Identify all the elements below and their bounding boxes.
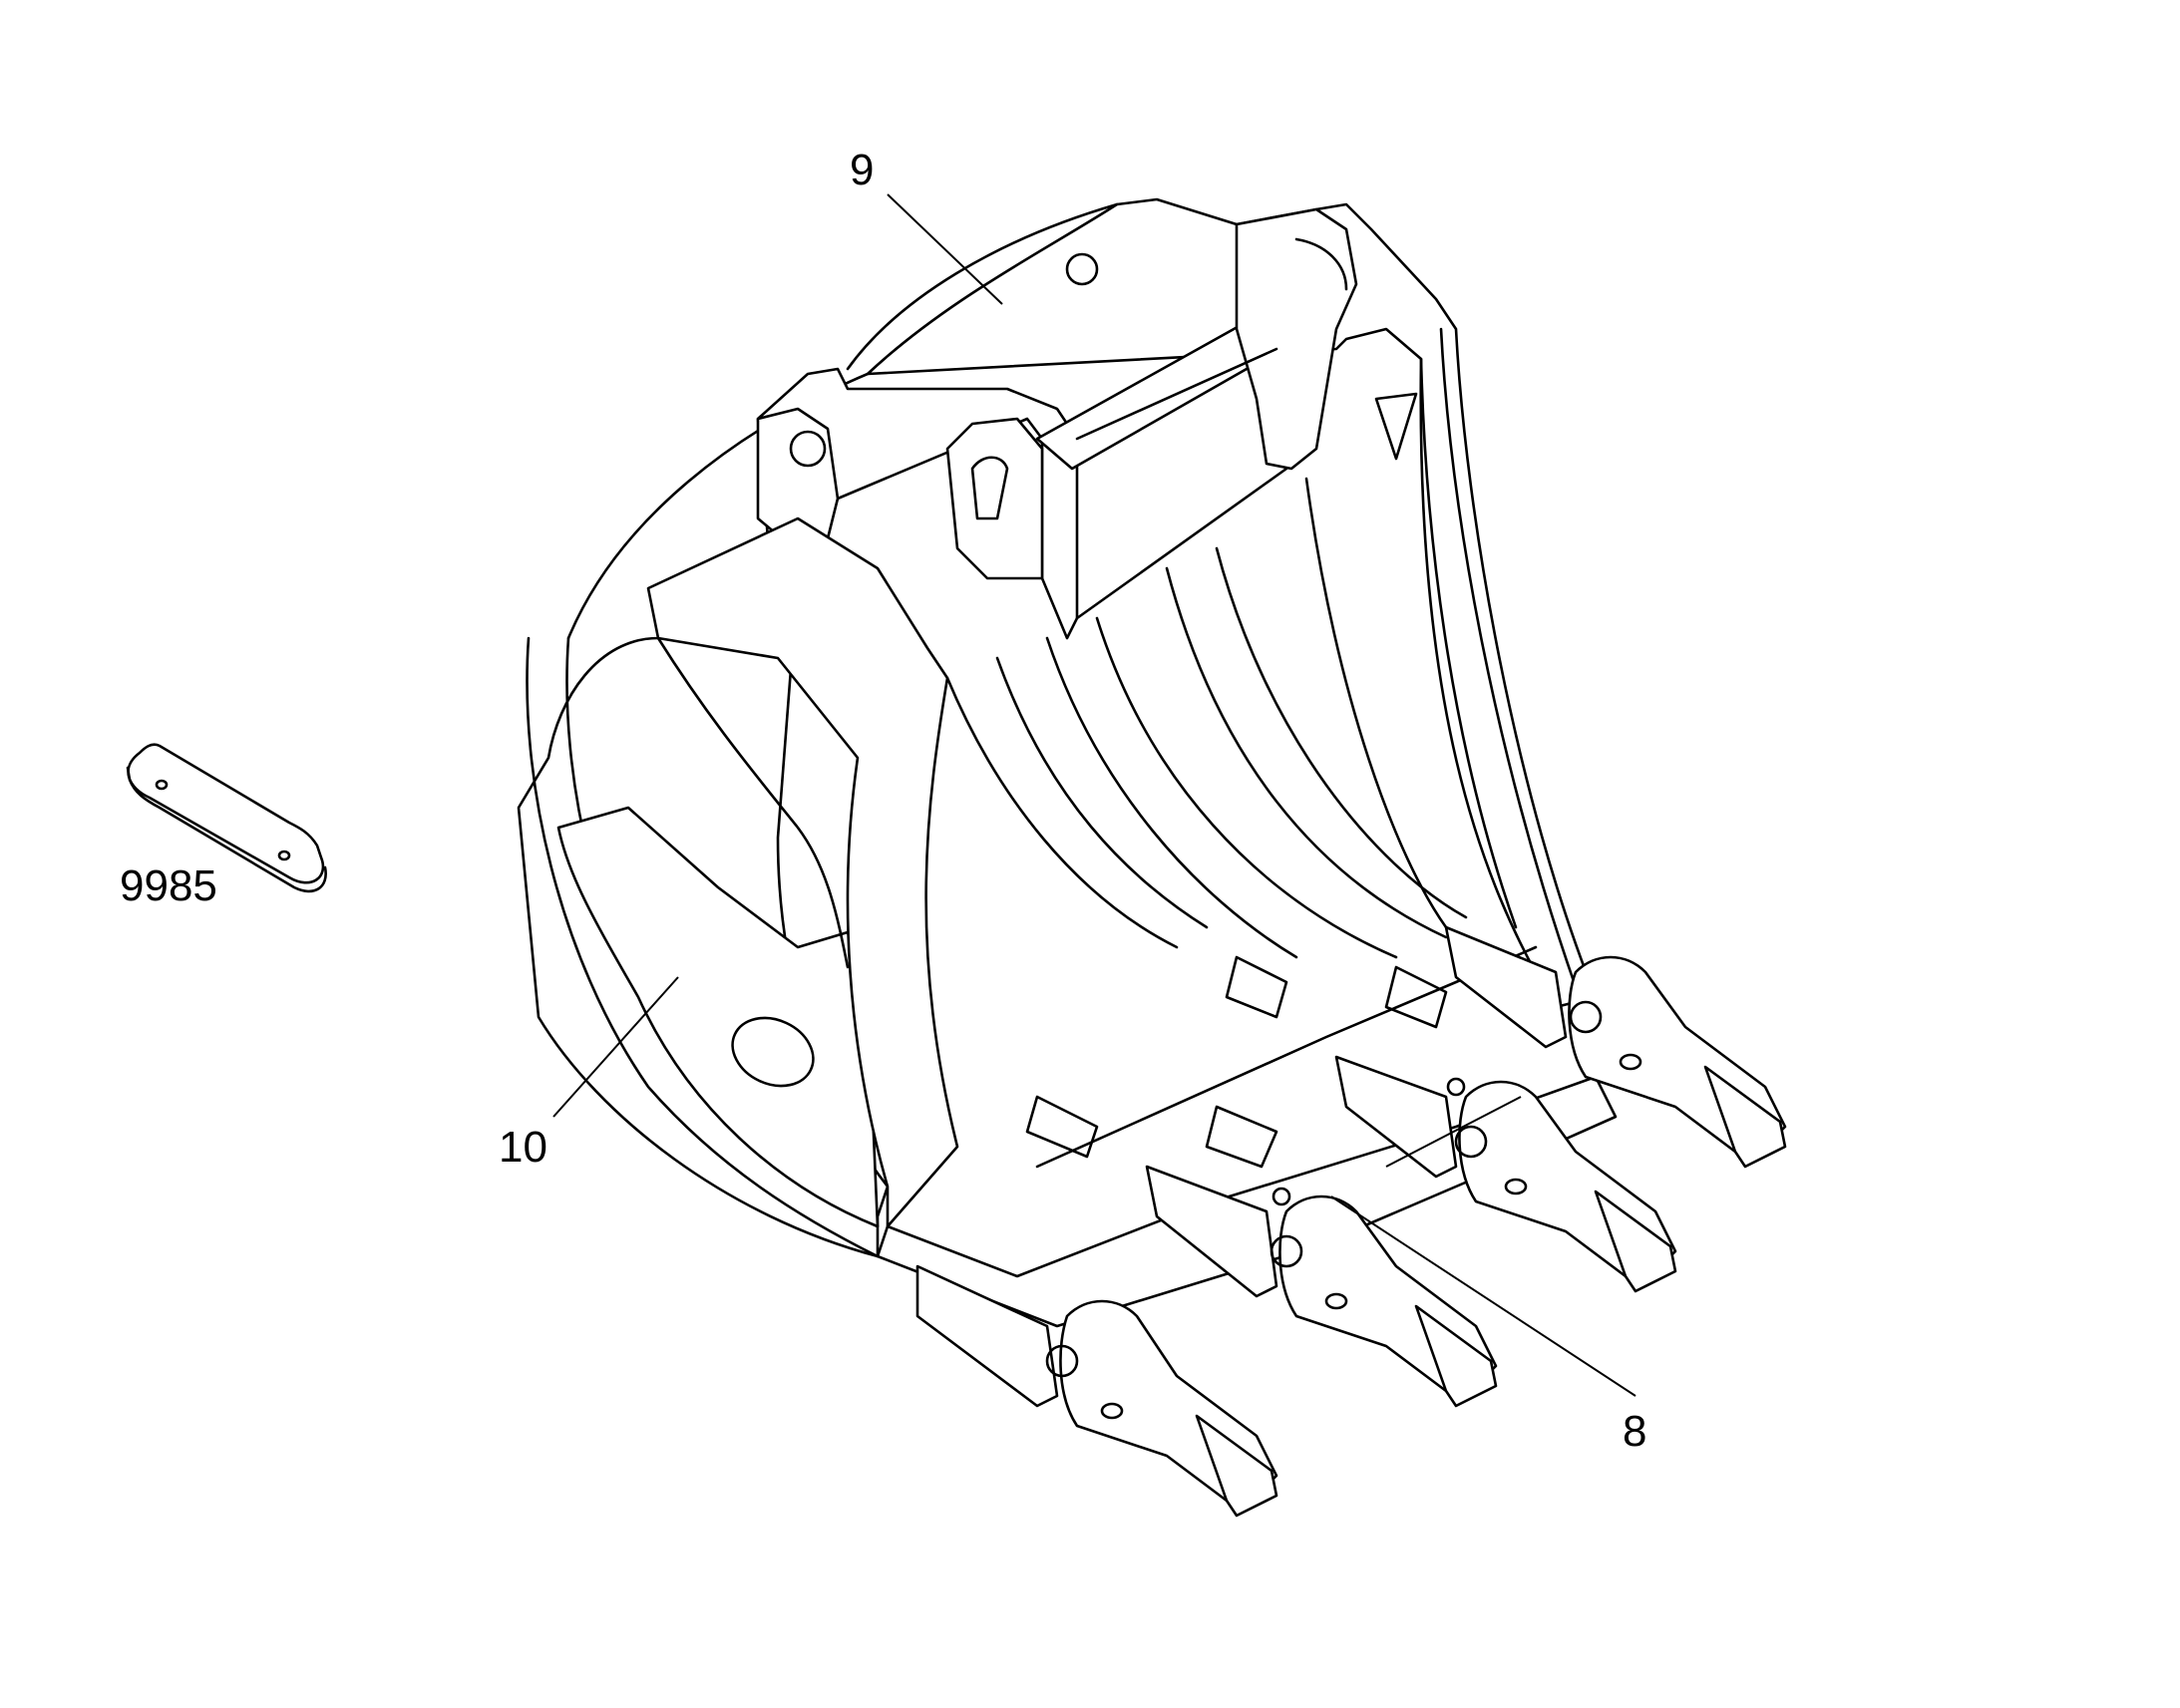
callout-8: 8	[1623, 1407, 1646, 1456]
leader-8b	[1385, 1096, 1522, 1168]
mounting-bracket	[756, 207, 1418, 640]
teeth	[915, 925, 1787, 1518]
tooth-4	[1444, 925, 1787, 1169]
callout-10: 10	[499, 1123, 547, 1172]
callout-9: 9	[850, 146, 874, 194]
leader-8	[1330, 1196, 1636, 1397]
side-plate	[517, 516, 959, 1258]
tooth-3	[1334, 1055, 1677, 1293]
wear-plate	[126, 743, 327, 893]
leader-9	[887, 193, 1003, 305]
tooth-1	[915, 1264, 1278, 1518]
bucket-shell	[566, 197, 1598, 1009]
interior-ribs	[945, 477, 1538, 1169]
leader-10	[552, 976, 679, 1118]
callout-9985: 9985	[120, 861, 217, 910]
tooth-2	[1145, 1165, 1498, 1408]
